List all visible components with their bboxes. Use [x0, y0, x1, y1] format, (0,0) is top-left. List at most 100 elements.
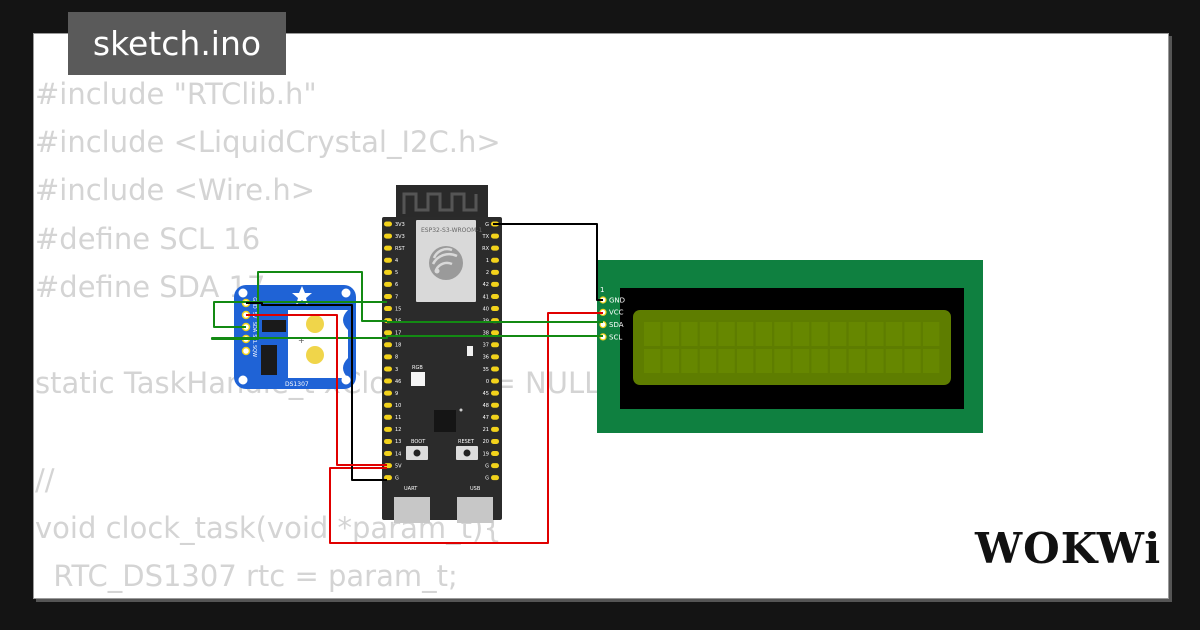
lcd-cell: [737, 322, 754, 346]
code-line: RTC_DS1307 rtc = param_t;: [35, 558, 458, 593]
esp32-pin[interactable]: [491, 354, 499, 360]
esp32-pin[interactable]: [491, 451, 499, 457]
esp32-pin-label: 17: [395, 331, 401, 337]
esp32-pin-label: 48: [483, 403, 489, 409]
esp32-pin[interactable]: [384, 354, 392, 360]
esp32-pin[interactable]: [384, 438, 392, 444]
wire-5v-rtc-esp: [246, 314, 387, 466]
lcd-cell: [848, 322, 865, 346]
lcd-cell: [904, 322, 921, 346]
coin-battery-holder: +: [288, 310, 348, 378]
lcd-character-cells: [644, 322, 940, 373]
usb-port: [457, 497, 493, 523]
esp32-pin-label: 46: [395, 379, 401, 385]
lcd-cell: [792, 322, 810, 346]
wire-scl: [211, 335, 603, 340]
esp32-pin-label: 3: [395, 367, 398, 373]
esp32-pin-label: RX: [482, 246, 489, 252]
esp32-pin[interactable]: [491, 402, 499, 408]
rtc-label: RTC: [288, 371, 305, 381]
esp32-pin[interactable]: [384, 390, 392, 396]
esp32-pin[interactable]: [384, 426, 392, 432]
esp32-pin[interactable]: [491, 414, 499, 420]
esp32-pin-label: 21: [483, 427, 489, 433]
code-line: #include "RTClib.h": [35, 77, 317, 111]
esp32-pin[interactable]: [491, 293, 499, 299]
lcd-cell: [885, 349, 903, 373]
esp32-pin-label: 11: [395, 415, 401, 421]
rtc-pin-label: SDA: [251, 322, 257, 333]
esp32-pin[interactable]: [491, 257, 499, 263]
lcd-pin1-marker: 1: [600, 286, 604, 294]
esp32-pin[interactable]: [491, 463, 499, 469]
esp32-pin[interactable]: [384, 257, 392, 263]
uart-usb-port: [394, 497, 430, 523]
esp32-pin[interactable]: [384, 269, 392, 275]
lcd-cell: [848, 349, 865, 373]
code-line: #include <LiquidCrystal_I2C.h>: [35, 125, 501, 160]
lcd-cell: [699, 322, 717, 346]
lcd-cell: [718, 322, 735, 346]
esp32-pin[interactable]: [384, 233, 392, 239]
code-line: #include <Wire.h>: [35, 173, 316, 208]
esp32-pin[interactable]: [384, 414, 392, 420]
esp32-pin-label: TX: [482, 234, 490, 240]
esp32-pin-label: 8: [395, 355, 398, 361]
esp32-s3-devkit[interactable]: ESP32-S3-WROOM-1 RGB BOOT RESET UART USB…: [382, 217, 502, 523]
esp32-pin[interactable]: [384, 378, 392, 384]
esp32-pin[interactable]: [384, 451, 392, 457]
esp32-pin[interactable]: [491, 378, 499, 384]
esp32-pin-label: 38: [483, 331, 489, 337]
esp32-pin[interactable]: [491, 306, 499, 312]
esp32-pin[interactable]: [491, 342, 499, 348]
lcd-cell: [811, 322, 828, 346]
lcd-cell: [904, 349, 921, 373]
esp32-pin[interactable]: [491, 281, 499, 287]
esp32-pin-label: 15: [395, 306, 401, 312]
rtc-pin[interactable]: [241, 346, 251, 356]
lcd-cell: [923, 349, 940, 373]
esp32-pin-label: 7: [395, 294, 398, 300]
esp32-pin-label: 3V3: [395, 234, 405, 240]
code-line: //: [35, 462, 55, 497]
esp32-pin-label: G: [485, 222, 489, 228]
esp32-pin[interactable]: [384, 245, 392, 251]
lcd-cell: [830, 349, 847, 373]
esp32-pin[interactable]: [491, 330, 499, 336]
esp32-pin[interactable]: [384, 402, 392, 408]
usb-label: USB: [470, 486, 481, 492]
esp32-pin-label: 37: [483, 343, 489, 349]
esp32-pin[interactable]: [384, 306, 392, 312]
esp32-pin-label: 5: [395, 270, 398, 276]
esp32-pin[interactable]: [384, 221, 392, 227]
lcd-cell: [681, 349, 698, 373]
esp32-pin[interactable]: [384, 342, 392, 348]
esp32-pin-label: 2: [486, 270, 489, 276]
esp32-pin[interactable]: [384, 330, 392, 336]
esp32-pin[interactable]: [384, 281, 392, 287]
esp32-pin-label: 45: [483, 391, 489, 397]
esp32-pin-label: 12: [395, 427, 401, 433]
esp32-pin[interactable]: [491, 475, 499, 481]
uart-label: UART: [404, 486, 418, 492]
esp32-pin[interactable]: [491, 390, 499, 396]
esp32-pin[interactable]: [491, 366, 499, 372]
wokwi-logo: WOKWi: [975, 524, 1162, 573]
esp32-pin-label: 5V: [395, 463, 402, 469]
esp32-pin[interactable]: [491, 245, 499, 251]
esp32-pin-label: 42: [483, 282, 489, 288]
esp32-pin[interactable]: [384, 475, 392, 481]
lcd-cell: [885, 322, 903, 346]
esp32-pin[interactable]: [491, 233, 499, 239]
file-tab-title[interactable]: sketch.ino: [68, 12, 286, 75]
esp32-pin[interactable]: [491, 269, 499, 275]
lcd-cell: [774, 322, 791, 346]
esp32-pin[interactable]: [491, 426, 499, 432]
wire-gnd-rtc-esp: [246, 302, 387, 481]
esp32-pin[interactable]: [491, 438, 499, 444]
esp32-pin[interactable]: [384, 293, 392, 299]
esp32-pin[interactable]: [384, 366, 392, 372]
